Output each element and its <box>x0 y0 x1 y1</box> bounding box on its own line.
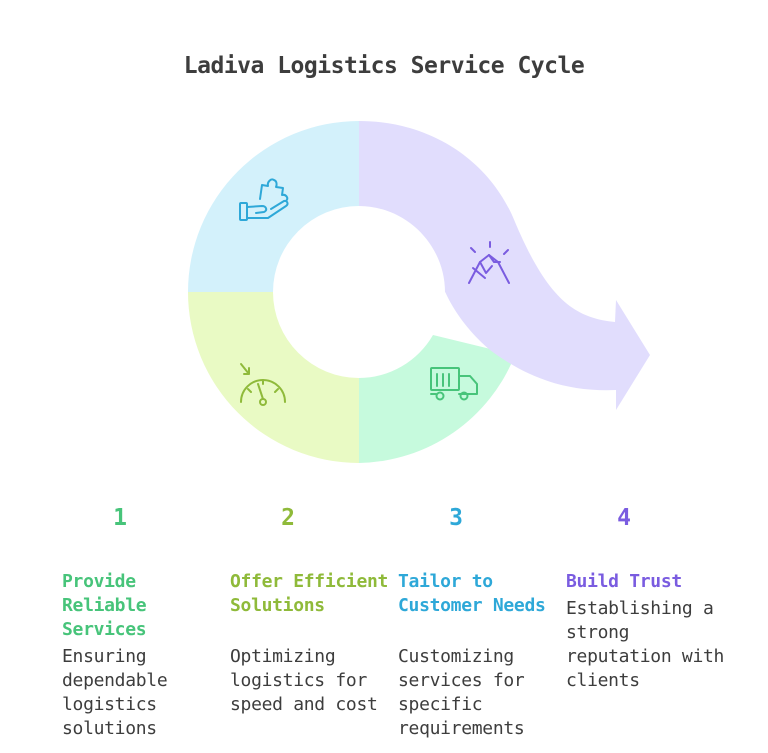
step-3-description: Customizing services for specific requir… <box>398 646 525 739</box>
step-1-description: Ensuring dependable logistics solutions <box>62 646 168 739</box>
step-2-heading: Offer Efficient Solutions <box>230 571 389 616</box>
step-1-number: 1 <box>113 505 127 531</box>
step-3: 3 Tailor to Customer Needs Customizing s… <box>398 505 558 741</box>
step-4: 4 Build Trust Establishing a strong repu… <box>566 505 726 693</box>
puzzle-hand-icon <box>239 178 289 221</box>
step-2-description: Optimizing logistics for speed and cost <box>230 646 378 715</box>
step-4-number: 4 <box>617 505 631 531</box>
cycle-diagram <box>188 121 650 463</box>
step-2-number: 2 <box>281 505 295 531</box>
step-3-number: 3 <box>449 505 463 531</box>
step-1-heading: Provide Reliable Services <box>62 571 147 640</box>
delivery-truck-icon <box>430 367 478 401</box>
segment-4-arrow <box>359 121 650 410</box>
step-2: 2 Offer Efficient Solutions Optimizing l… <box>230 505 390 717</box>
step-4-heading: Build Trust <box>566 571 682 592</box>
diagram-title: Ladiva Logistics Service Cycle <box>183 53 585 79</box>
segment-2 <box>188 292 359 463</box>
step-3-heading: Tailor to Customer Needs <box>398 571 546 616</box>
step-1: 1 Provide Reliable Services Ensuring dep… <box>62 505 222 741</box>
speedometer-icon <box>240 363 286 406</box>
handshake-icon <box>468 241 510 284</box>
step-4-description: Establishing a strong reputation with cl… <box>566 598 725 691</box>
